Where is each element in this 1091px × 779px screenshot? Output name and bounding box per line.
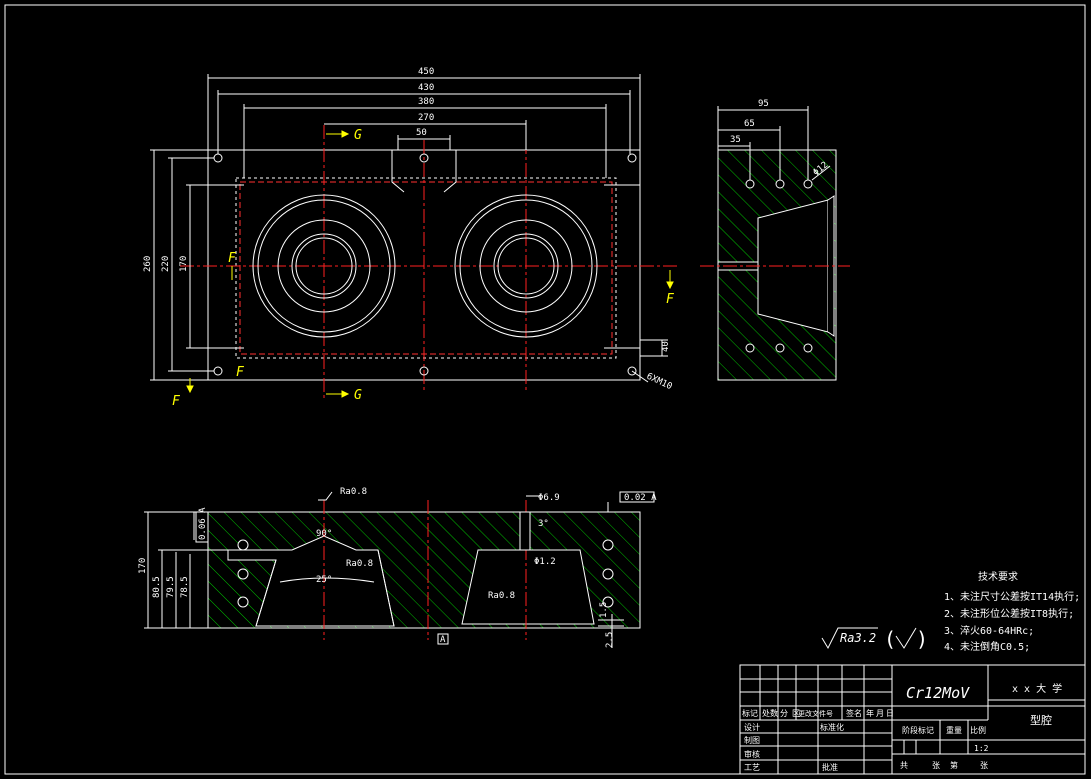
tech-item-4: 4、未注倒角C0.5;: [944, 640, 1030, 653]
section-ra-mid: Ra0.8: [346, 559, 373, 569]
plan-inner-hidden: [239, 181, 613, 355]
tb-h-3: 区: [792, 709, 800, 718]
side-view: 95 65 35 Φ12: [700, 99, 850, 381]
tb-h-7: 月: [876, 709, 884, 718]
tb-row-design: 设计: [744, 722, 760, 732]
tb-sheet-unit: 张: [980, 761, 988, 770]
tb-sheet-no: 第: [950, 760, 958, 770]
dia-6-9: Φ6.9: [538, 493, 560, 503]
section-label-f-right: F: [666, 292, 675, 307]
tech-item-3: 3、淬火60-64HRc;: [944, 624, 1034, 637]
svg-text:Ra3.2: Ra3.2: [840, 631, 876, 645]
dim-430: 430: [418, 83, 434, 93]
thread-note: 6XM10: [645, 372, 674, 393]
general-roughness: Ra3.2 ( ): [821, 627, 928, 651]
tb-row-check: 审核: [744, 749, 760, 759]
section-view: Ra0.8 Ra0.8 Ra0.8 90° 25° Φ6.9 Φ1.2 3° 0…: [138, 487, 657, 648]
parallel-note: 0.02 A: [624, 493, 657, 503]
tb-scale-value: 1:2: [974, 744, 989, 753]
tb-h-8: 日: [886, 709, 894, 718]
side-dim-65: 65: [744, 119, 755, 129]
dim-260: 260: [143, 256, 153, 272]
hole: [213, 153, 223, 163]
angle-90: 90°: [316, 529, 332, 539]
step-1-5: 1.5: [599, 602, 609, 618]
tb-approve: 批准: [822, 762, 838, 772]
tb-h-5: 签名: [846, 708, 862, 718]
tech-requirements: 技术要求 1、未注尺寸公差按IT14执行; 2、未注形位公差按IT8执行; 3、…: [944, 570, 1080, 653]
section-ra-top: Ra0.8: [340, 487, 367, 497]
dim-50: 50: [416, 128, 427, 138]
tb-h-4: 更改文件号: [798, 709, 833, 718]
section-label-f-corner: F: [236, 365, 245, 380]
angle-3: 3°: [538, 519, 549, 529]
angle-25: 25°: [316, 575, 332, 585]
tech-title: 技术要求: [978, 570, 1018, 583]
tech-item-2: 2、未注形位公差按IT8执行;: [944, 607, 1074, 620]
tb-standard: 标准化: [820, 722, 844, 732]
svg-text:(: (: [884, 627, 896, 651]
section-label-g-bottom: G: [354, 388, 362, 403]
tb-weight-label: 重量: [946, 725, 962, 735]
datum-a: A: [440, 635, 446, 645]
tb-part-name: 型腔: [1030, 713, 1052, 727]
tb-sheet-label: 张: [932, 761, 940, 770]
flatness-note: 0.06 A: [198, 507, 208, 540]
dim-380: 380: [418, 97, 434, 107]
dim-40: 40: [661, 341, 671, 352]
h-80-5: 80.5: [152, 576, 162, 598]
plan-view: [150, 74, 680, 400]
tb-stage-label: 阶段标记: [902, 725, 934, 735]
tb-h-6: 年: [866, 708, 874, 718]
tb-row-process: 工艺: [744, 763, 760, 772]
dim-450: 450: [418, 67, 434, 77]
step-2-5: 2.5: [605, 632, 615, 648]
dim-220: 220: [161, 256, 171, 272]
tb-material: Cr12MoV: [906, 684, 970, 702]
tb-school: x x 大 学: [1012, 682, 1062, 695]
dim-170: 170: [179, 256, 189, 272]
svg-text:): ): [916, 627, 928, 651]
cavity-right-outer: [454, 194, 598, 338]
cavity-left-outer: [252, 194, 396, 338]
sheet-border: [4, 4, 1086, 775]
section-label-f-lower: F: [172, 394, 181, 409]
section-label-f-left: F: [228, 251, 237, 266]
tb-row-draw: 制图: [744, 735, 760, 745]
side-dim-35: 35: [730, 135, 741, 145]
title-block: [739, 664, 1086, 775]
h-79-5: 79.5: [166, 576, 176, 598]
h-170: 170: [138, 558, 148, 574]
side-dim-95: 95: [758, 99, 769, 109]
section-markers: [186, 130, 674, 398]
tb-h-2: 分: [780, 709, 788, 718]
tech-item-1: 1、未注尺寸公差按IT14执行;: [944, 590, 1080, 603]
section-ra-right: Ra0.8: [488, 591, 515, 601]
dim-270: 270: [418, 113, 434, 123]
tb-h-0: 标记: [742, 708, 758, 718]
tb-h-1: 处数: [762, 708, 778, 718]
tb-scale-label: 比例: [970, 725, 986, 735]
section-label-g-top: G: [354, 128, 362, 143]
h-78-5: 78.5: [180, 576, 190, 598]
tb-sheet-total: 共: [900, 761, 908, 770]
dia-1-2: Φ1.2: [534, 557, 556, 567]
